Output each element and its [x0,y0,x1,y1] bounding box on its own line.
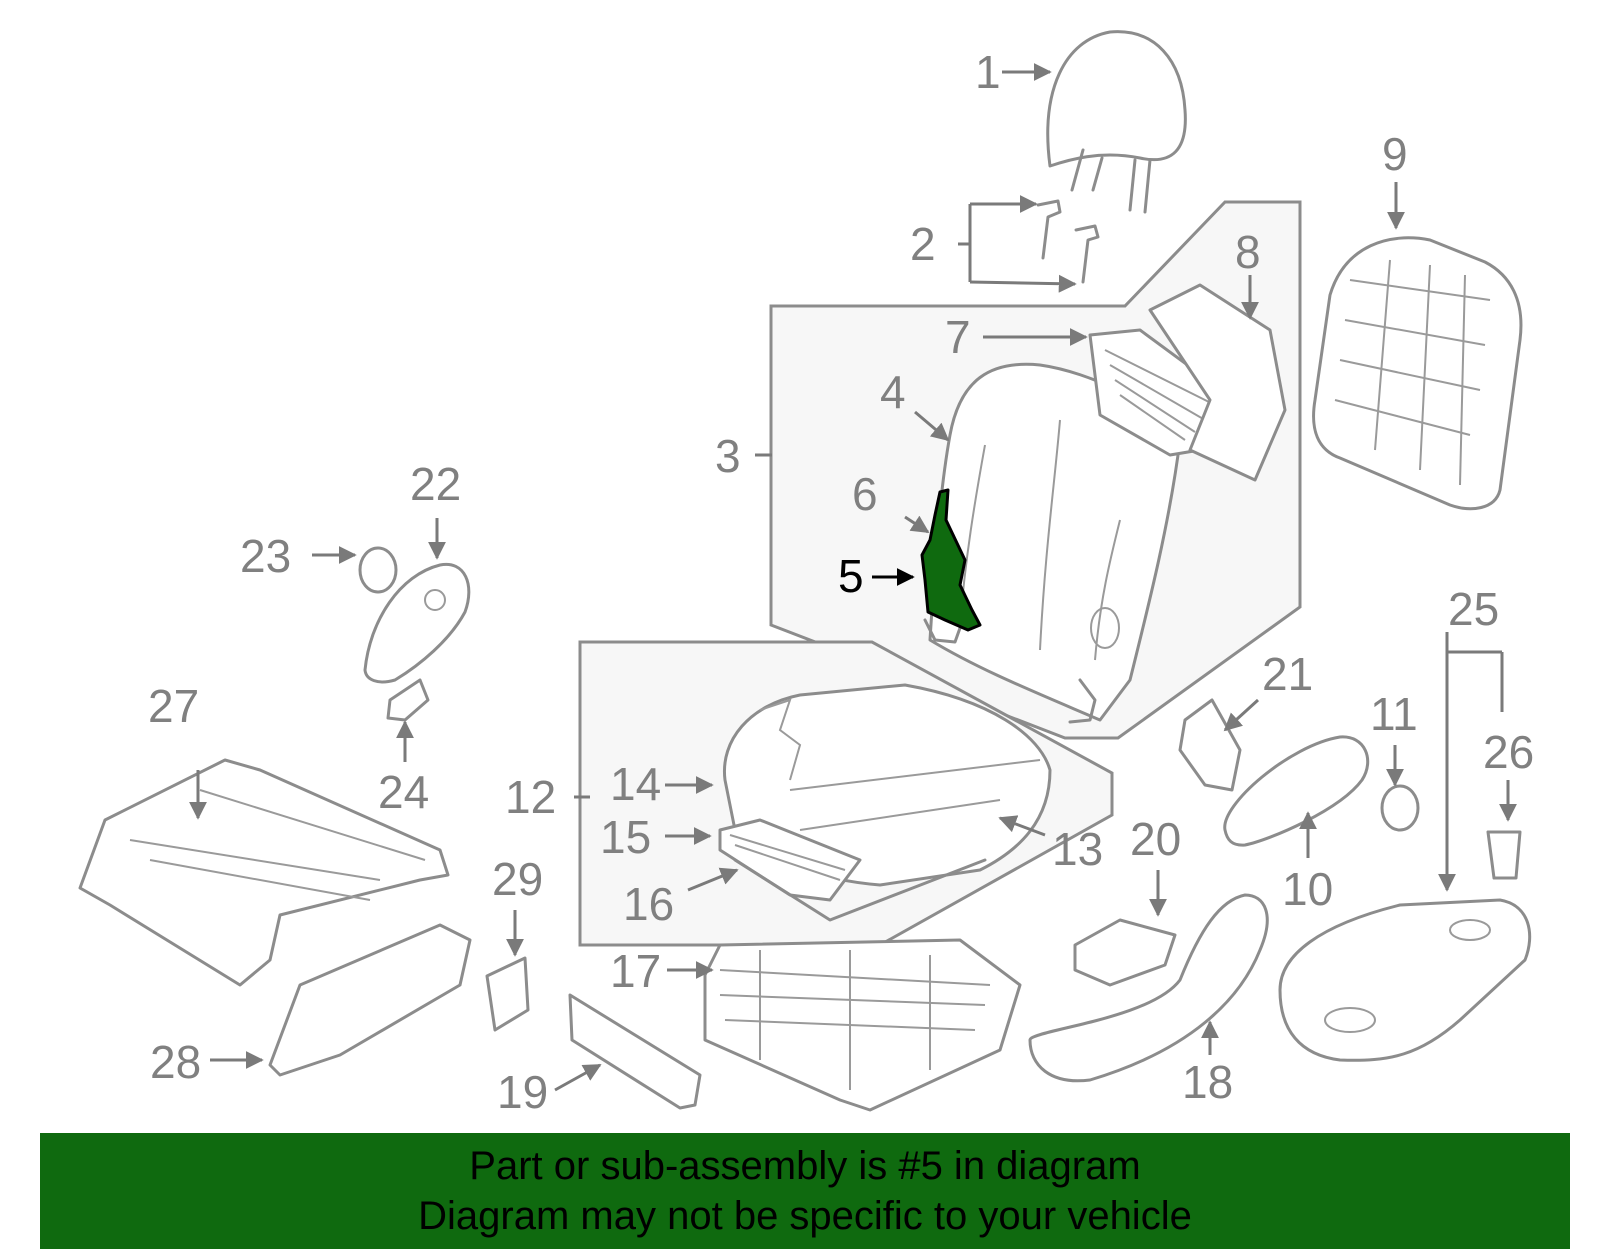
rear-back-board [1312,236,1523,511]
callout-17: 17 [610,945,661,997]
callout-10: 10 [1282,863,1333,915]
headrest [1046,30,1187,214]
side-panel-19 [568,993,702,1110]
callout-14: 14 [610,758,661,810]
callout-28: 28 [150,1036,201,1088]
callout-24: 24 [378,766,429,818]
cup-insert-26 [1486,830,1522,880]
callout-8: 8 [1235,226,1261,278]
callout-22: 22 [410,458,461,510]
back-board [1148,283,1287,482]
callout-6: 6 [852,468,878,520]
side-cover-18 [1028,893,1269,1083]
headrest-guides [1036,199,1100,284]
callout-23: 23 [240,530,291,582]
leader-lines [189,63,1517,1092]
callout-12: 12 [505,771,556,823]
callout-13: 13 [1052,823,1103,875]
bracket-20 [1073,918,1177,987]
info-banner: Part or sub-assembly is #5 in diagram Di… [40,1133,1570,1249]
small-cover-29 [485,956,530,1032]
seat-track-frame [78,758,450,987]
highlighted-part-5 [920,488,982,632]
callout-2: 2 [910,218,936,270]
callout-20: 20 [1130,813,1181,865]
banner-line-part: Part or sub-assembly is #5 in diagram [469,1144,1141,1188]
callout-19: 19 [497,1066,548,1118]
cap-11 [1380,784,1420,832]
callout-3: 3 [715,430,741,482]
console-25 [1278,898,1532,1062]
callout-11: 11 [1370,688,1418,740]
seat-frame-lower [703,938,1022,1112]
callout-26: 26 [1483,726,1534,778]
callout-27: 27 [148,680,199,732]
callout-25: 25 [1448,583,1499,635]
side-bracket [923,618,962,644]
seatback-cover [928,362,1182,724]
ring-23 [358,546,398,594]
callout-1: 1 [975,46,1001,98]
clip-24 [386,678,430,722]
callout-21: 21 [1262,648,1313,700]
callout-9: 9 [1382,128,1408,180]
side-shield-28 [268,923,472,1077]
armrest-10 [1223,735,1370,847]
callout-4: 4 [880,366,906,418]
callout-7: 7 [945,311,971,363]
callout-5: 5 [838,550,864,602]
callout-16: 16 [623,878,674,930]
cushion-spring [718,818,987,922]
callout-15: 15 [600,811,651,863]
callout-29: 29 [492,853,543,905]
bracket-21 [1178,698,1242,792]
banner-line-disclaimer: Diagram may not be specific to your vehi… [418,1194,1192,1238]
recliner-cover-22 [363,562,471,684]
callout-18: 18 [1182,1056,1233,1108]
